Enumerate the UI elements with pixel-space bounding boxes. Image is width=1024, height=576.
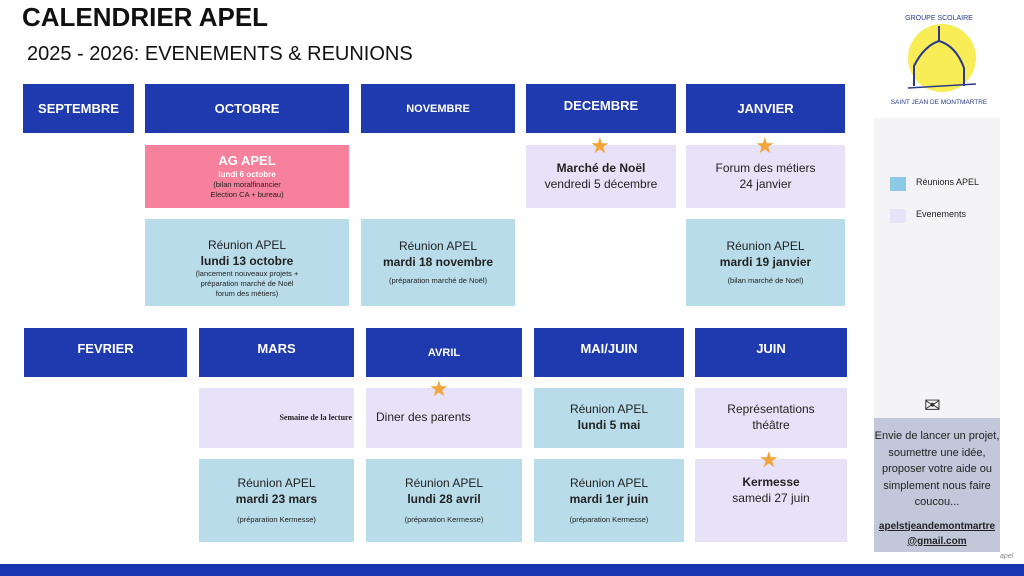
event-title: théâtre bbox=[752, 418, 790, 432]
reunion-date: mardi 23 mars bbox=[235, 491, 318, 506]
month-header-avril: AVRIL bbox=[366, 328, 522, 377]
reunion-note: (préparation Kermesse) bbox=[237, 515, 316, 525]
reunion-mai: Réunion APEL lundi 5 mai bbox=[534, 388, 684, 448]
reunion-note: préparation marché de Noël bbox=[200, 279, 294, 289]
star-icon: ★ bbox=[429, 376, 449, 401]
reunion-date: mardi 1er juin bbox=[569, 491, 649, 506]
month-header-fevrier: FEVRIER bbox=[24, 328, 187, 377]
semaine-lecture-event: Semaine de la lecture bbox=[199, 388, 354, 448]
contact-email[interactable]: apelstjeandemontmartre @gmail.com bbox=[874, 519, 1000, 549]
email-part[interactable]: apelstjeandemontmartre bbox=[878, 520, 996, 532]
reunion-date: lundi 5 mai bbox=[577, 418, 641, 432]
legend-item-evenements: Evenements bbox=[890, 209, 966, 223]
reunion-date: mardi 19 janvier bbox=[719, 254, 812, 269]
ag-date: lundi 6 octobre bbox=[218, 170, 276, 179]
reunion-note: forum des métiers) bbox=[215, 288, 279, 298]
month-header-novembre: NOVEMBRE bbox=[361, 84, 515, 133]
contact-line: proposer votre aide ou bbox=[881, 463, 993, 475]
event-date: samedi 27 juin bbox=[732, 490, 810, 505]
reunion-date: lundi 13 octobre bbox=[200, 253, 294, 268]
event-title: Diner des parents bbox=[376, 410, 471, 425]
event-title: Représentations bbox=[727, 402, 815, 417]
kermesse-event: Kermesse samedi 27 juin bbox=[695, 459, 847, 542]
contact-line: simplement nous faire bbox=[883, 479, 991, 492]
page-subtitle: 2025 - 2026: EVENEMENTS & REUNIONS bbox=[27, 43, 413, 65]
envelope-icon: ✉ bbox=[924, 395, 941, 417]
legend-swatch bbox=[890, 209, 906, 223]
event-date: vendredi 5 décembre bbox=[544, 176, 658, 191]
reunion-note: (préparation Kermesse) bbox=[404, 515, 484, 525]
event-title: Marché de Noël bbox=[556, 160, 646, 175]
event-title: Semaine de la lecture bbox=[279, 412, 352, 422]
star-icon: ★ bbox=[755, 133, 775, 158]
theatre-event: Représentations théâtre bbox=[695, 388, 847, 448]
reunion-title: Réunion APEL bbox=[237, 476, 316, 491]
reunion-mars: Réunion APEL mardi 23 mars (préparation … bbox=[199, 459, 354, 542]
legend-label: Evenements bbox=[916, 209, 967, 219]
reunion-title: Réunion APEL bbox=[207, 238, 287, 253]
contact-box: Envie de lancer un projet, soumettre une… bbox=[874, 418, 1000, 552]
email-part[interactable]: @gmail.com bbox=[907, 535, 967, 547]
month-header-janvier: JANVIER bbox=[686, 84, 845, 133]
reunion-note: (préparation Kermesse) bbox=[569, 515, 649, 525]
event-date: 24 janvier bbox=[739, 176, 792, 191]
apel-logo: apel bbox=[1000, 553, 1014, 560]
month-header-mars: MARS bbox=[199, 328, 354, 377]
reunion-janvier: Réunion APEL mardi 19 janvier (bilan mar… bbox=[686, 219, 845, 306]
reunion-title: Réunion APEL bbox=[569, 476, 649, 491]
reunion-date: lundi 28 avril bbox=[407, 491, 481, 506]
reunion-note: (bilan marché de Noël) bbox=[727, 276, 804, 286]
reunion-note: (préparation marché de Noël) bbox=[389, 276, 487, 286]
contact-line: soumettre une idée, bbox=[888, 446, 986, 459]
marche-noel-event: Marché de Noël vendredi 5 décembre bbox=[526, 145, 676, 208]
legend-item-reunions: Réunions APEL bbox=[890, 177, 979, 191]
logo-bottom-text: SAINT JEAN DE MONTMARTRE bbox=[891, 99, 988, 106]
page-title: CALENDRIER APEL bbox=[22, 2, 269, 32]
ag-apel-event: AG APEL lundi 6 octobre (bilan moralfina… bbox=[145, 145, 349, 208]
reunion-octobre: Réunion APEL lundi 13 octobre (lancement… bbox=[145, 219, 349, 306]
reunion-note: (lancement nouveaux projets + bbox=[195, 269, 299, 279]
ag-note: Election CA + bureau) bbox=[210, 190, 284, 200]
legend-swatch bbox=[890, 177, 906, 191]
diner-parents-event: Diner des parents bbox=[366, 388, 522, 448]
month-header-octobre: OCTOBRE bbox=[145, 84, 349, 133]
reunion-date: mardi 18 novembre bbox=[382, 254, 494, 269]
month-header-juin: JUIN bbox=[695, 328, 847, 377]
month-header-mai-juin: MAI/JUIN bbox=[534, 328, 684, 377]
school-logo: GROUPE SCOLAIRE SAINT JEAN DE MONTMARTRE bbox=[884, 6, 994, 110]
month-header-decembre: DECEMBRE bbox=[526, 84, 676, 133]
star-icon: ★ bbox=[590, 133, 610, 158]
legend-label: Réunions APEL bbox=[916, 177, 980, 187]
logo-top-text: GROUPE SCOLAIRE bbox=[905, 15, 973, 22]
reunion-novembre: Réunion APEL mardi 18 novembre (préparat… bbox=[361, 219, 515, 306]
forum-metiers-event: Forum des métiers 24 janvier bbox=[686, 145, 845, 208]
reunion-title: Réunion APEL bbox=[398, 239, 478, 254]
ag-title: AG APEL bbox=[218, 153, 276, 169]
event-title: Forum des métiers bbox=[715, 160, 816, 175]
bottom-bar bbox=[0, 564, 1024, 576]
contact-line: coucou... bbox=[914, 496, 960, 508]
contact-line: Envie de lancer un projet, bbox=[874, 430, 1000, 442]
ag-note: (bilan moralfinancier bbox=[213, 180, 281, 190]
reunion-juin: Réunion APEL mardi 1er juin (préparation… bbox=[534, 459, 684, 542]
reunion-title: Réunion APEL bbox=[404, 476, 484, 491]
reunion-title: Réunion APEL bbox=[569, 402, 649, 417]
reunion-title: Réunion APEL bbox=[726, 239, 805, 254]
month-header-septembre: SEPTEMBRE bbox=[23, 84, 134, 133]
event-title: Kermesse bbox=[742, 475, 800, 489]
reunion-avril: Réunion APEL lundi 28 avril (préparation… bbox=[366, 459, 522, 542]
star-icon: ★ bbox=[759, 447, 779, 472]
